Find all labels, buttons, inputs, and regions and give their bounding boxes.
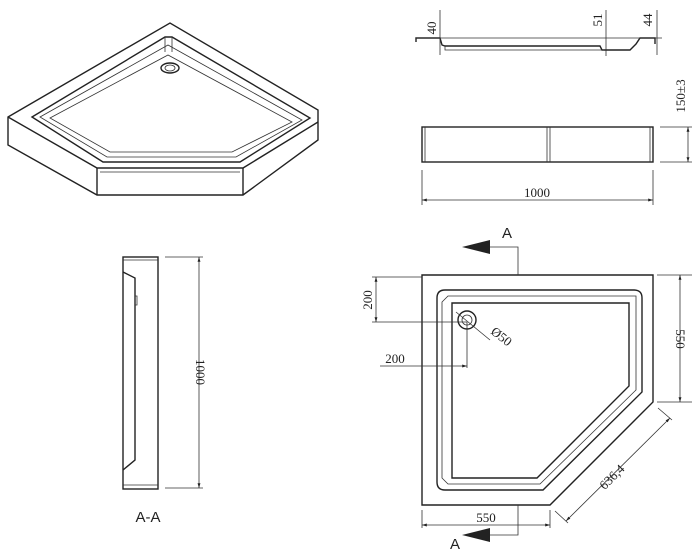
diagonal-636: 636,4 <box>596 461 628 493</box>
section-mark-top: A <box>502 225 512 242</box>
section-arrow-bottom <box>462 528 490 542</box>
drain-diameter: Ø50 <box>488 324 515 350</box>
section-arrow-top <box>462 240 490 254</box>
section-mark-bottom: A <box>450 536 460 552</box>
drain-offset-y: 200 <box>360 290 375 310</box>
side-bottom-550: 550 <box>476 510 496 525</box>
drain-icon <box>160 62 180 74</box>
drain-offset-x: 200 <box>385 351 405 366</box>
section-view: 1000 A-A <box>122 256 208 526</box>
width-dim-1000: 1000 <box>524 185 550 200</box>
side-right-550: 550 <box>673 329 688 349</box>
dim-51: 51 <box>590 14 605 27</box>
isometric-view <box>7 22 319 196</box>
length-dim-1000: 1000 <box>193 359 208 385</box>
side-elevation: 1000 150±3 <box>421 79 692 205</box>
section-profile: 40 51 44 <box>415 10 662 56</box>
section-title: A-A <box>135 509 160 526</box>
plan-view: 200 200 Ø50 550 636,4 550 A A <box>360 225 692 552</box>
height-dim-150: 150±3 <box>673 79 688 112</box>
dim-44: 44 <box>640 13 655 27</box>
dim-40: 40 <box>424 22 439 35</box>
